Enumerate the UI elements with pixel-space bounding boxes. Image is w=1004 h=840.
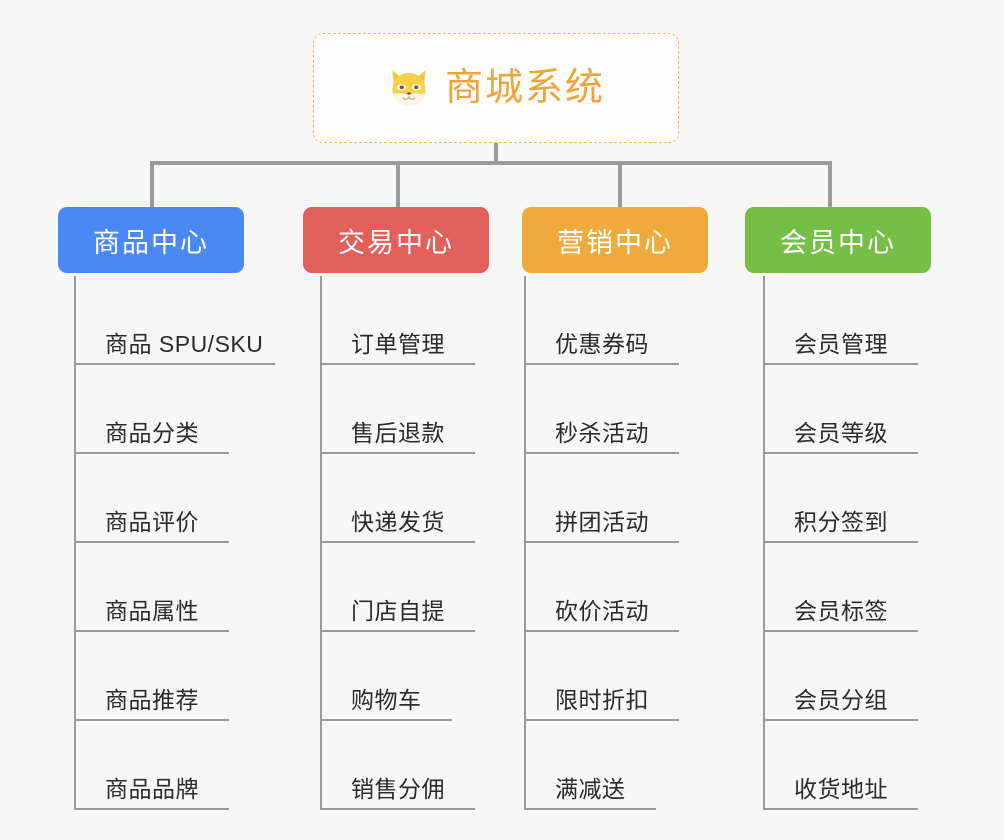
leaf-item-label: 限时折扣 — [555, 686, 649, 713]
connector-horizontal-bus — [150, 161, 832, 165]
leaf-item-label: 拼团活动 — [555, 508, 649, 535]
leaf-item-label: 满减送 — [555, 775, 626, 802]
leaf-trunk — [320, 276, 322, 810]
leaf-column-marketing-center: 优惠券码秒杀活动拼团活动砍价活动限时折扣满减送 — [524, 276, 679, 810]
leaf-item-product-center-3[interactable]: 商品评价 — [74, 454, 229, 543]
category-box-member-center[interactable]: 会员中心 — [745, 207, 931, 273]
leaf-item-label: 售后退款 — [351, 419, 445, 446]
leaf-item-product-center-1[interactable]: 商品 SPU/SKU — [74, 276, 275, 365]
leaf-item-label: 销售分佣 — [351, 775, 445, 802]
leaf-item-label: 商品 SPU/SKU — [105, 330, 264, 357]
leaf-item-label: 门店自提 — [351, 597, 445, 624]
leaf-item-member-center-3[interactable]: 积分签到 — [763, 454, 918, 543]
leaf-item-member-center-5[interactable]: 会员分组 — [763, 632, 918, 721]
root-node-mall-system[interactable]: 商城系统 — [313, 33, 679, 143]
leaf-item-member-center-6[interactable]: 收货地址 — [763, 721, 918, 810]
leaf-item-marketing-center-5[interactable]: 限时折扣 — [524, 632, 679, 721]
leaf-item-label: 商品推荐 — [105, 686, 199, 713]
category-label: 交易中心 — [338, 227, 454, 258]
leaf-item-marketing-center-3[interactable]: 拼团活动 — [524, 454, 679, 543]
leaf-item-label: 会员标签 — [794, 597, 888, 624]
root-title: 商城系统 — [444, 67, 605, 109]
leaf-column-member-center: 会员管理会员等级积分签到会员标签会员分组收货地址 — [763, 276, 918, 810]
leaf-item-label: 购物车 — [351, 686, 422, 713]
leaf-item-product-center-4[interactable]: 商品属性 — [74, 543, 229, 632]
category-box-marketing-center[interactable]: 营销中心 — [522, 207, 708, 273]
leaf-trunk — [74, 276, 76, 810]
category-box-trade-center[interactable]: 交易中心 — [303, 207, 489, 273]
leaf-item-trade-center-1[interactable]: 订单管理 — [320, 276, 475, 365]
category-box-product-center[interactable]: 商品中心 — [58, 207, 244, 273]
leaf-item-trade-center-3[interactable]: 快递发货 — [320, 454, 475, 543]
leaf-column-product-center: 商品 SPU/SKU 商品分类商品评价商品属性商品推荐商品品牌 — [74, 276, 275, 810]
category-label: 商品中心 — [93, 227, 209, 258]
leaf-item-member-center-2[interactable]: 会员等级 — [763, 365, 918, 454]
leaf-item-label: 商品属性 — [105, 597, 199, 624]
leaf-item-label: 秒杀活动 — [555, 419, 649, 446]
leaf-item-label: 优惠券码 — [555, 330, 649, 357]
leaf-item-member-center-1[interactable]: 会员管理 — [763, 276, 918, 365]
category-label: 营销中心 — [557, 227, 673, 258]
leaf-item-marketing-center-1[interactable]: 优惠券码 — [524, 276, 679, 365]
leaf-item-member-center-4[interactable]: 会员标签 — [763, 543, 918, 632]
connector-drop-3 — [618, 161, 622, 209]
leaf-item-label: 会员分组 — [794, 686, 888, 713]
connector-drop-4 — [828, 161, 832, 209]
leaf-item-marketing-center-4[interactable]: 砍价活动 — [524, 543, 679, 632]
leaf-trunk — [763, 276, 765, 810]
leaf-item-marketing-center-2[interactable]: 秒杀活动 — [524, 365, 679, 454]
leaf-item-trade-center-2[interactable]: 售后退款 — [320, 365, 475, 454]
category-label: 会员中心 — [780, 227, 896, 258]
shiba-dog-face-icon — [392, 70, 426, 106]
connector-root-stem — [494, 143, 498, 164]
leaf-item-marketing-center-6[interactable]: 满减送 — [524, 721, 656, 810]
connector-drop-2 — [396, 161, 400, 209]
leaf-item-label: 商品品牌 — [105, 775, 199, 802]
leaf-item-product-center-5[interactable]: 商品推荐 — [74, 632, 229, 721]
leaf-item-trade-center-4[interactable]: 门店自提 — [320, 543, 475, 632]
leaf-item-label: 商品评价 — [105, 508, 199, 535]
leaf-trunk — [524, 276, 526, 810]
leaf-item-product-center-2[interactable]: 商品分类 — [74, 365, 229, 454]
leaf-item-trade-center-6[interactable]: 销售分佣 — [320, 721, 475, 810]
leaf-item-label: 快递发货 — [351, 508, 445, 535]
leaf-column-trade-center: 订单管理售后退款快递发货门店自提购物车销售分佣 — [320, 276, 475, 810]
leaf-item-label: 积分签到 — [794, 508, 888, 535]
connector-drop-1 — [150, 161, 154, 209]
leaf-item-label: 商品分类 — [105, 419, 199, 446]
leaf-item-trade-center-5[interactable]: 购物车 — [320, 632, 452, 721]
leaf-item-label: 订单管理 — [351, 330, 445, 357]
leaf-item-product-center-6[interactable]: 商品品牌 — [74, 721, 229, 810]
leaf-item-label: 收货地址 — [794, 775, 888, 802]
leaf-item-label: 砍价活动 — [555, 597, 649, 624]
leaf-item-label: 会员管理 — [794, 330, 888, 357]
leaf-item-label: 会员等级 — [794, 419, 888, 446]
